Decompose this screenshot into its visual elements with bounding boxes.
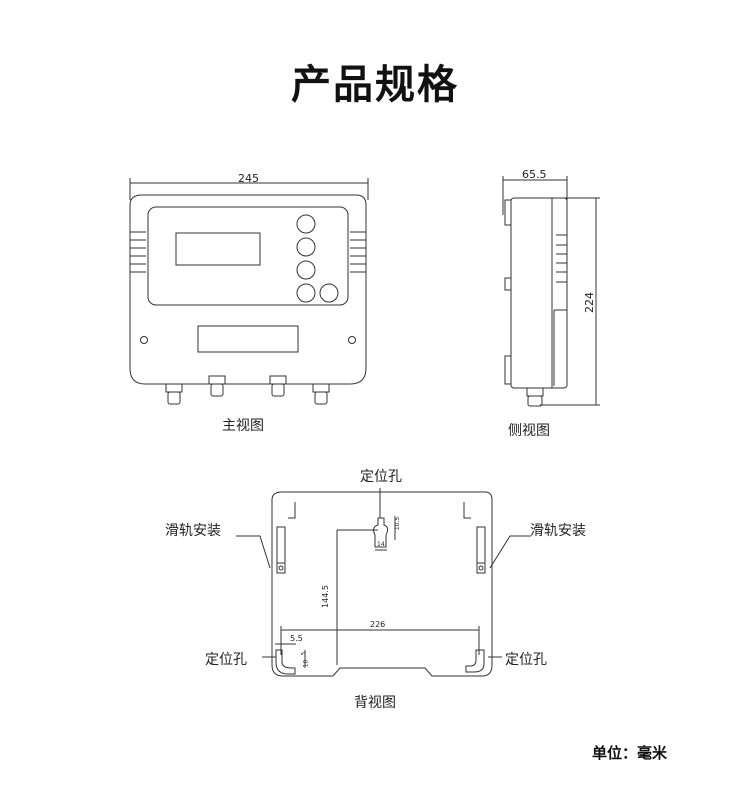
dim-edge-offset: 5.5 bbox=[290, 634, 303, 643]
side-view bbox=[502, 176, 600, 407]
unit-label: 单位：毫米 bbox=[592, 744, 668, 762]
dim-keyhole-width: 14 bbox=[377, 541, 385, 548]
page-title: 产品规格 bbox=[291, 62, 459, 108]
back-view-label: 背视图 bbox=[354, 695, 396, 711]
dim-slot-a: 5 bbox=[300, 651, 308, 656]
cable-glands bbox=[165, 375, 330, 405]
front-view bbox=[129, 178, 369, 405]
dim-slot-b: 10 bbox=[302, 659, 310, 668]
rail-left-label: 滑轨安装 bbox=[165, 523, 221, 539]
side-depth-dim: 65.5 bbox=[522, 168, 547, 181]
rail-right-label: 滑轨安装 bbox=[530, 523, 586, 539]
dim-vertical-spacing: 144.5 bbox=[320, 585, 330, 608]
right-vents bbox=[350, 231, 366, 273]
mount-hole-bottom-left-label: 定位孔 bbox=[205, 652, 247, 668]
dim-keyhole-height: 10.5 bbox=[394, 516, 402, 531]
left-vents bbox=[130, 231, 146, 273]
front-width-dim: 245 bbox=[238, 172, 259, 185]
side-height-dim: 224 bbox=[583, 292, 596, 313]
mount-hole-top-label: 定位孔 bbox=[360, 469, 402, 485]
front-view-label: 主视图 bbox=[222, 418, 264, 434]
mount-hole-bottom-right-label: 定位孔 bbox=[505, 652, 547, 668]
dim-horizontal-spacing: 226 bbox=[370, 620, 386, 629]
back-view bbox=[236, 488, 531, 677]
side-view-label: 侧视图 bbox=[508, 423, 550, 439]
